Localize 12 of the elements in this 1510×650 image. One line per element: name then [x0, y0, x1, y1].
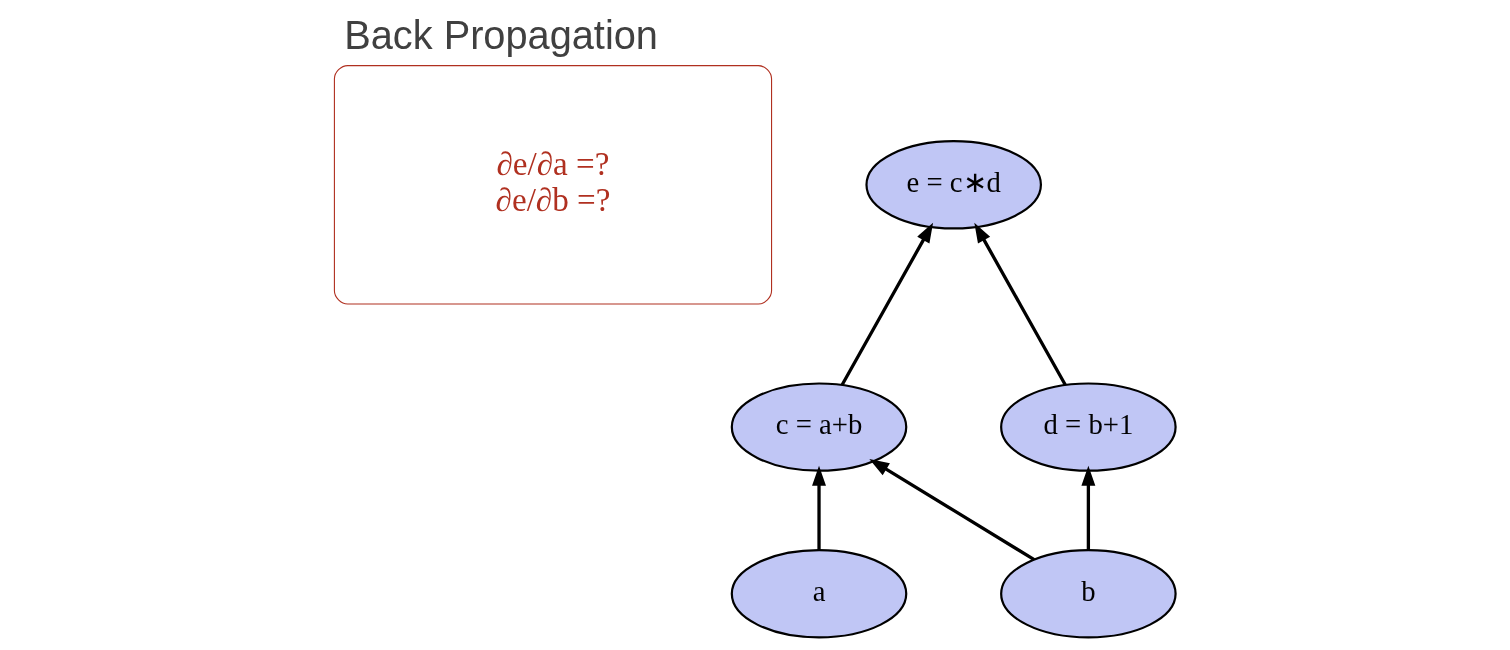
- node-ellipse: d = b+1: [1000, 382, 1177, 472]
- diagram-title: Back Propagation: [344, 12, 658, 57]
- node-box: ∂e/∂a =? ∂e/∂b =?: [333, 65, 773, 305]
- arrow: [869, 458, 1036, 562]
- node-ellipse: a: [730, 549, 908, 639]
- arrow: [840, 222, 934, 386]
- node-ellipse: e = c∗d: [865, 140, 1042, 230]
- arrow: [812, 465, 826, 550]
- arrow: [1081, 465, 1096, 550]
- node-ellipse: b: [1000, 549, 1177, 639]
- arrow: [974, 222, 1067, 386]
- node-ellipse: c = a+b: [730, 382, 908, 472]
